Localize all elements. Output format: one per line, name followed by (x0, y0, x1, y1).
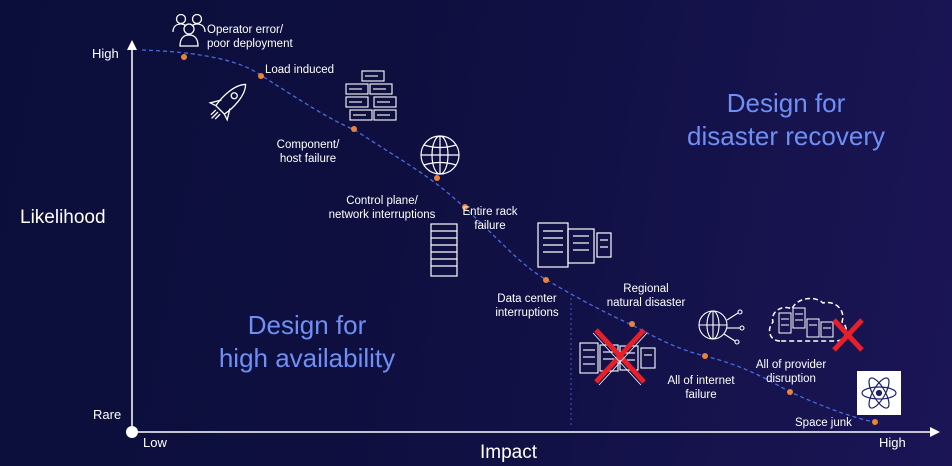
event-space-junk: Space junk (795, 416, 852, 430)
y-axis-low-label: Rare (93, 407, 122, 422)
marker-component-failure (351, 126, 357, 132)
cloud-datacenter-icon (768, 297, 864, 352)
cross-icon (594, 328, 646, 384)
x-axis-high-label: High (879, 435, 906, 450)
zone-high-availability-line1: Design for (247, 310, 367, 340)
event-space-junk-line1: Space junk (795, 417, 852, 429)
x-axis-arrow (930, 427, 940, 437)
axis-origin (126, 426, 138, 438)
event-internet-failure-line1: All of internet (667, 375, 735, 387)
event-provider-disruption-line2: disruption (766, 373, 816, 385)
curve-markers (181, 54, 878, 425)
risk-curve (141, 49, 881, 424)
globe-icon (420, 135, 460, 175)
event-control-plane: Control plane/ network interruptions (316, 194, 448, 222)
event-control-plane-line1: Control plane/ (346, 195, 418, 207)
network-globe-icon (698, 309, 745, 345)
event-regional-disaster-line2: natural disaster (606, 297, 686, 309)
event-internet-failure-line2: failure (685, 389, 717, 401)
event-component-failure: Component/ host failure (268, 138, 348, 166)
zone-high-availability: Design for high availability (198, 309, 416, 375)
event-internet-failure: All of internet failure (656, 374, 746, 402)
event-operator-error: Operator error/ poor deployment (207, 23, 293, 51)
x-axis-low-label: Low (143, 435, 167, 450)
event-control-plane-line2: network interruptions (328, 209, 436, 221)
marker-load-induced (258, 73, 264, 79)
event-entire-rack: Entire rack failure (460, 205, 520, 233)
people-icon (172, 13, 206, 47)
zone-high-availability-line2: high availability (218, 343, 396, 373)
event-operator-error-line2: poor deployment (207, 38, 293, 50)
marker-provider-disruption (787, 389, 793, 395)
zone-disaster-recovery-line1: Design for (726, 88, 846, 118)
rack-icon (430, 223, 458, 277)
marker-space-junk (872, 419, 878, 425)
zone-disaster-recovery-line2: disaster recovery (687, 121, 885, 151)
event-data-center-line1: Data center (497, 293, 557, 305)
marker-data-center (543, 277, 549, 283)
event-regional-disaster: Regional natural disaster (598, 282, 694, 310)
x-axis-title: Impact (480, 442, 538, 463)
y-axis-high-label: High (92, 46, 119, 61)
zone-disaster-recovery: Design for disaster recovery (672, 87, 900, 153)
event-entire-rack-line1: Entire rack (462, 206, 518, 218)
event-data-center-line2: interruptions (495, 307, 559, 319)
marker-entire-rack (462, 204, 468, 210)
marker-control-plane (434, 175, 440, 181)
event-component-failure-line2: host failure (279, 153, 337, 165)
rocket-icon (208, 83, 247, 122)
event-load-induced-line1: Load induced (265, 64, 335, 76)
marker-regional-disaster (629, 321, 635, 327)
event-load-induced: Load induced (265, 63, 334, 77)
y-axis-arrow (127, 40, 137, 50)
cross-icon-outline (592, 332, 648, 386)
satellite-icon (857, 371, 901, 415)
event-data-center: Data center interruptions (487, 292, 567, 320)
server-stack-icon (345, 70, 397, 121)
event-provider-disruption: All of provider disruption (746, 358, 836, 386)
datacenter-icon (537, 222, 612, 268)
marker-operator-error (181, 54, 187, 60)
event-entire-rack-line2: failure (474, 220, 506, 232)
event-regional-disaster-line1: Regional (623, 283, 669, 295)
event-component-failure-line1: Component/ (276, 139, 340, 151)
marker-internet-failure (702, 353, 708, 359)
y-axis-title: Likelihood (20, 207, 106, 228)
event-operator-error-line1: Operator error/ (207, 24, 284, 36)
event-provider-disruption-line1: All of provider (755, 359, 827, 371)
